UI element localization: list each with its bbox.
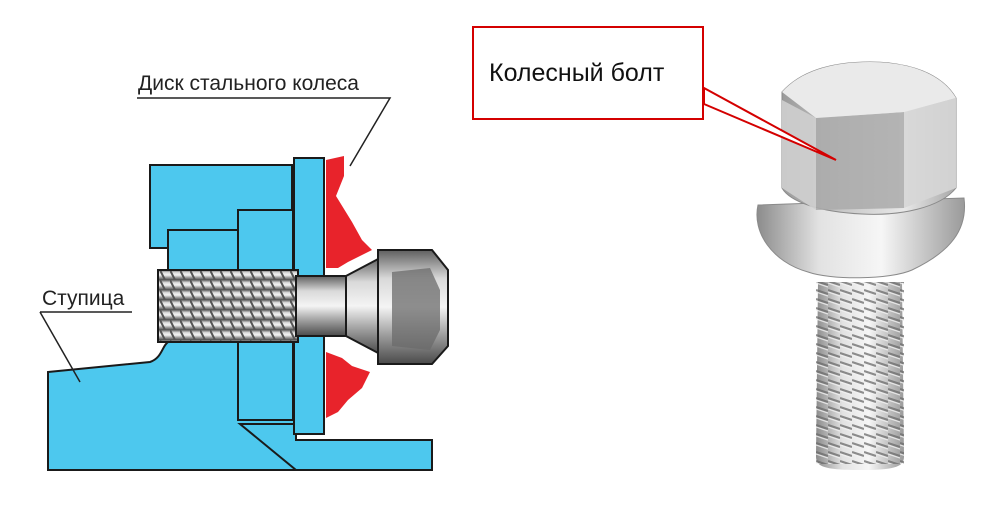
callout-box: Колесный болт: [472, 26, 704, 120]
hub-leader: [39, 311, 132, 383]
wheel-disk-label: Диск стального колеса: [138, 72, 359, 95]
steel-wheel-disk: [326, 156, 372, 418]
callout-label: Колесный болт: [489, 59, 665, 87]
bolt-section: [157, 249, 449, 365]
wheel-disk-leader: [137, 97, 392, 167]
bolt-photo: [756, 61, 966, 470]
hub-label: Ступица: [42, 287, 125, 310]
callout-pointer: [703, 86, 837, 161]
